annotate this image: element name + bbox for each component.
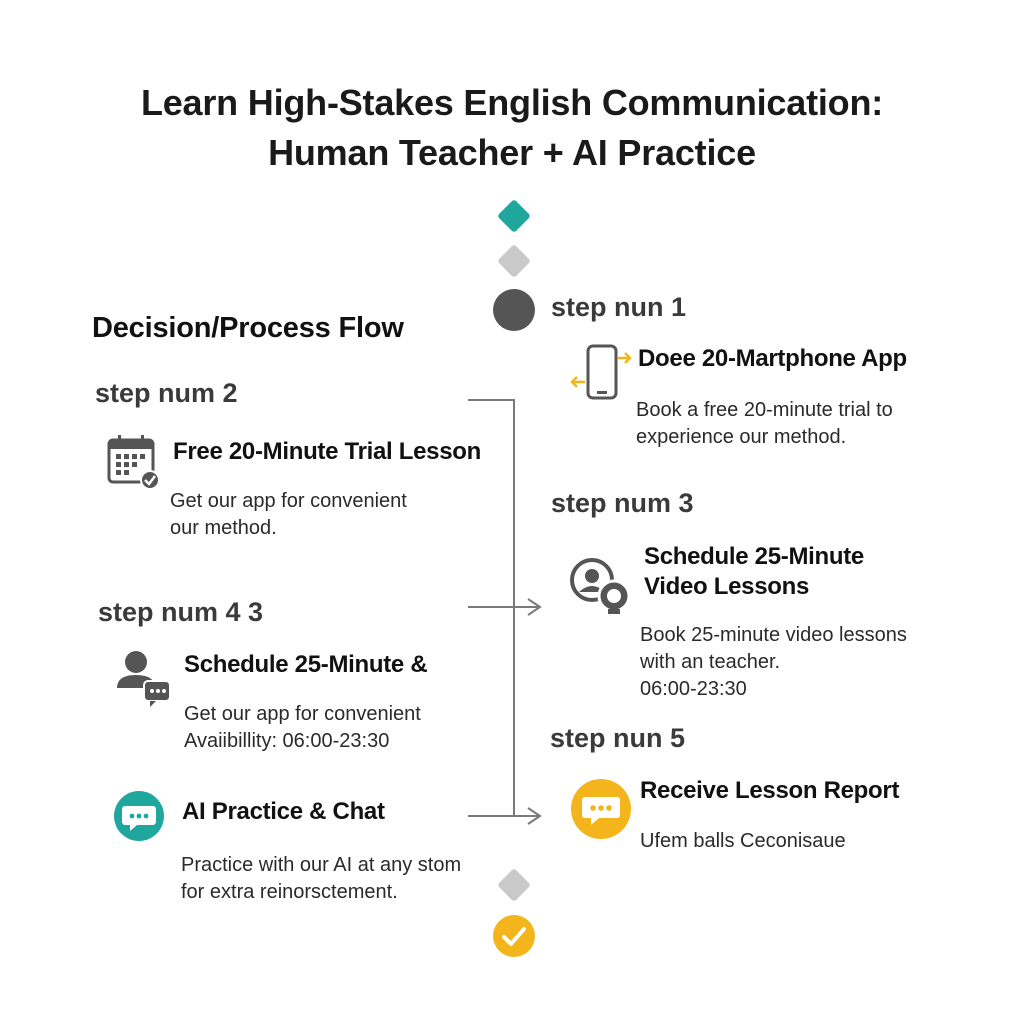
report-chat-icon bbox=[571, 779, 631, 839]
dark-circle-marker bbox=[493, 289, 535, 331]
connector-h-bottom bbox=[468, 815, 538, 817]
connector-vertical bbox=[513, 399, 515, 817]
page-title-line-2: Human Teacher + AI Practice bbox=[268, 132, 756, 173]
step-description: Book 25-minute video lessons with an tea… bbox=[640, 624, 907, 700]
step-description: Book a free 20-minute trial to experienc… bbox=[636, 399, 893, 448]
step-title: Free 20-Minute Trial Lesson bbox=[173, 438, 481, 465]
calendar-check-icon bbox=[107, 435, 160, 490]
connector-h-middle bbox=[468, 606, 538, 608]
connector-h-top bbox=[468, 399, 514, 401]
gray-diamond-marker bbox=[498, 245, 530, 277]
teal-diamond-marker bbox=[498, 200, 530, 232]
step-description: Ufem balls Ceconisaue bbox=[640, 830, 846, 852]
page-title-line-1: Learn High-Stakes English Communication: bbox=[140, 82, 884, 123]
gray-diamond-marker-bottom bbox=[498, 869, 530, 901]
step-description: Get our app for convenient Avaiibillity:… bbox=[184, 703, 421, 752]
step-label: step nun 5 bbox=[550, 723, 686, 753]
video-call-icon bbox=[570, 558, 631, 614]
step-description: Practice with our AI at any stom for ext… bbox=[181, 854, 462, 903]
person-chat-icon bbox=[117, 651, 171, 707]
step-label: step num 4 3 bbox=[98, 597, 264, 627]
check-circle-icon bbox=[493, 915, 535, 957]
step-label: step num 2 bbox=[95, 378, 238, 408]
arrow-head-bottom bbox=[527, 807, 542, 825]
step-title: AI Practice & Chat bbox=[182, 798, 385, 825]
step-title: Doee 20-Martphone App bbox=[638, 345, 907, 372]
step-label: step num 3 bbox=[551, 488, 694, 518]
arrow-head-middle bbox=[527, 598, 542, 616]
step-title: Schedule 25-Minute & bbox=[184, 651, 428, 678]
chat-bubble-icon bbox=[114, 791, 164, 841]
step-title: Receive Lesson Report bbox=[640, 777, 900, 804]
step-title: Schedule 25-Minute Video Lessons bbox=[644, 543, 864, 600]
smartphone-icon bbox=[570, 344, 632, 400]
step-description: Get our app for convenient our method. bbox=[170, 490, 407, 539]
step-label: step nun 1 bbox=[551, 292, 687, 322]
section-heading: Decision/Process Flow bbox=[92, 312, 404, 344]
